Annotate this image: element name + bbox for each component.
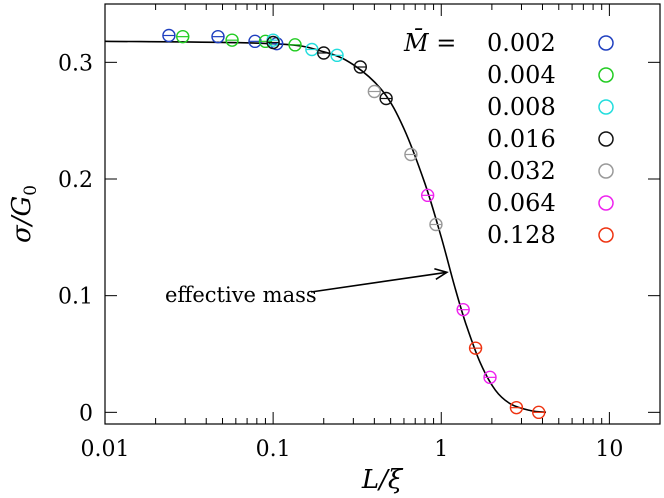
legend-marker: [598, 163, 614, 179]
data-point: [420, 188, 435, 203]
legend-label: 0.032: [487, 157, 556, 185]
y-tick-label: 0.1: [58, 285, 93, 310]
legend-marker: [598, 227, 614, 243]
legend-marker: [598, 131, 614, 147]
legend-label: 0.064: [487, 189, 556, 217]
fit-curve: [104, 40, 547, 414]
y-axis-label: σ/G0: [7, 185, 41, 243]
y-tick-label: 0: [79, 401, 93, 426]
y-tick-label: 0.2: [58, 168, 93, 193]
data-point: [162, 28, 176, 43]
annotation-arrowhead: [434, 268, 449, 280]
legend-marker: [598, 99, 614, 115]
y-tick-label: 0.3: [58, 51, 93, 76]
legend-title: M̄ =: [403, 29, 456, 57]
y-axis-label-main: σ/G: [7, 196, 37, 243]
legend-label: 0.016: [487, 125, 556, 153]
data-point: [266, 35, 280, 50]
data-point: [468, 341, 483, 355]
y-axis-label-group: σ/G0: [7, 185, 41, 243]
data-point: [305, 42, 319, 57]
x-tick-label: 1: [434, 437, 448, 462]
data-point: [456, 302, 470, 317]
data-point: [225, 33, 239, 47]
annotation-arrow: [310, 271, 447, 293]
annotation-text: effective mass: [165, 283, 317, 307]
data-point: [317, 46, 331, 60]
x-tick-label: 0.01: [81, 437, 130, 462]
data-point: [211, 29, 225, 44]
legend-label: 0.128: [487, 221, 556, 249]
data-point: [379, 91, 393, 106]
data-point: [483, 370, 497, 385]
data-point: [429, 217, 443, 232]
x-tick-label: 0.1: [256, 437, 291, 462]
data-point: [367, 84, 382, 99]
axis-ticks: 0.01 0.1 1 10 0 0.1 0.2 0.3: [58, 4, 661, 462]
data-point: [353, 60, 368, 74]
data-points: [162, 28, 546, 420]
x-axis-label: L/ξ: [361, 465, 404, 495]
x-tick-label: 10: [595, 437, 623, 462]
data-point: [404, 147, 418, 162]
legend-label: 0.004: [487, 61, 556, 89]
data-point: [258, 34, 273, 49]
legend-label: 0.002: [487, 29, 556, 57]
legend-label: 0.008: [487, 93, 556, 121]
data-point: [330, 48, 344, 63]
data-point: [176, 29, 190, 44]
data-point: [288, 38, 302, 52]
legend-marker: [598, 67, 614, 83]
legend-marker: [598, 35, 614, 51]
data-point: [509, 400, 524, 415]
plot-frame: [104, 3, 661, 425]
y-axis-label-sub: 0: [21, 185, 41, 196]
data-point: [532, 405, 546, 420]
legend: M̄ = 0.002 0.004 0.008 0.016 0.032 0.064 0.128: [403, 29, 614, 249]
legend-marker: [598, 195, 614, 211]
